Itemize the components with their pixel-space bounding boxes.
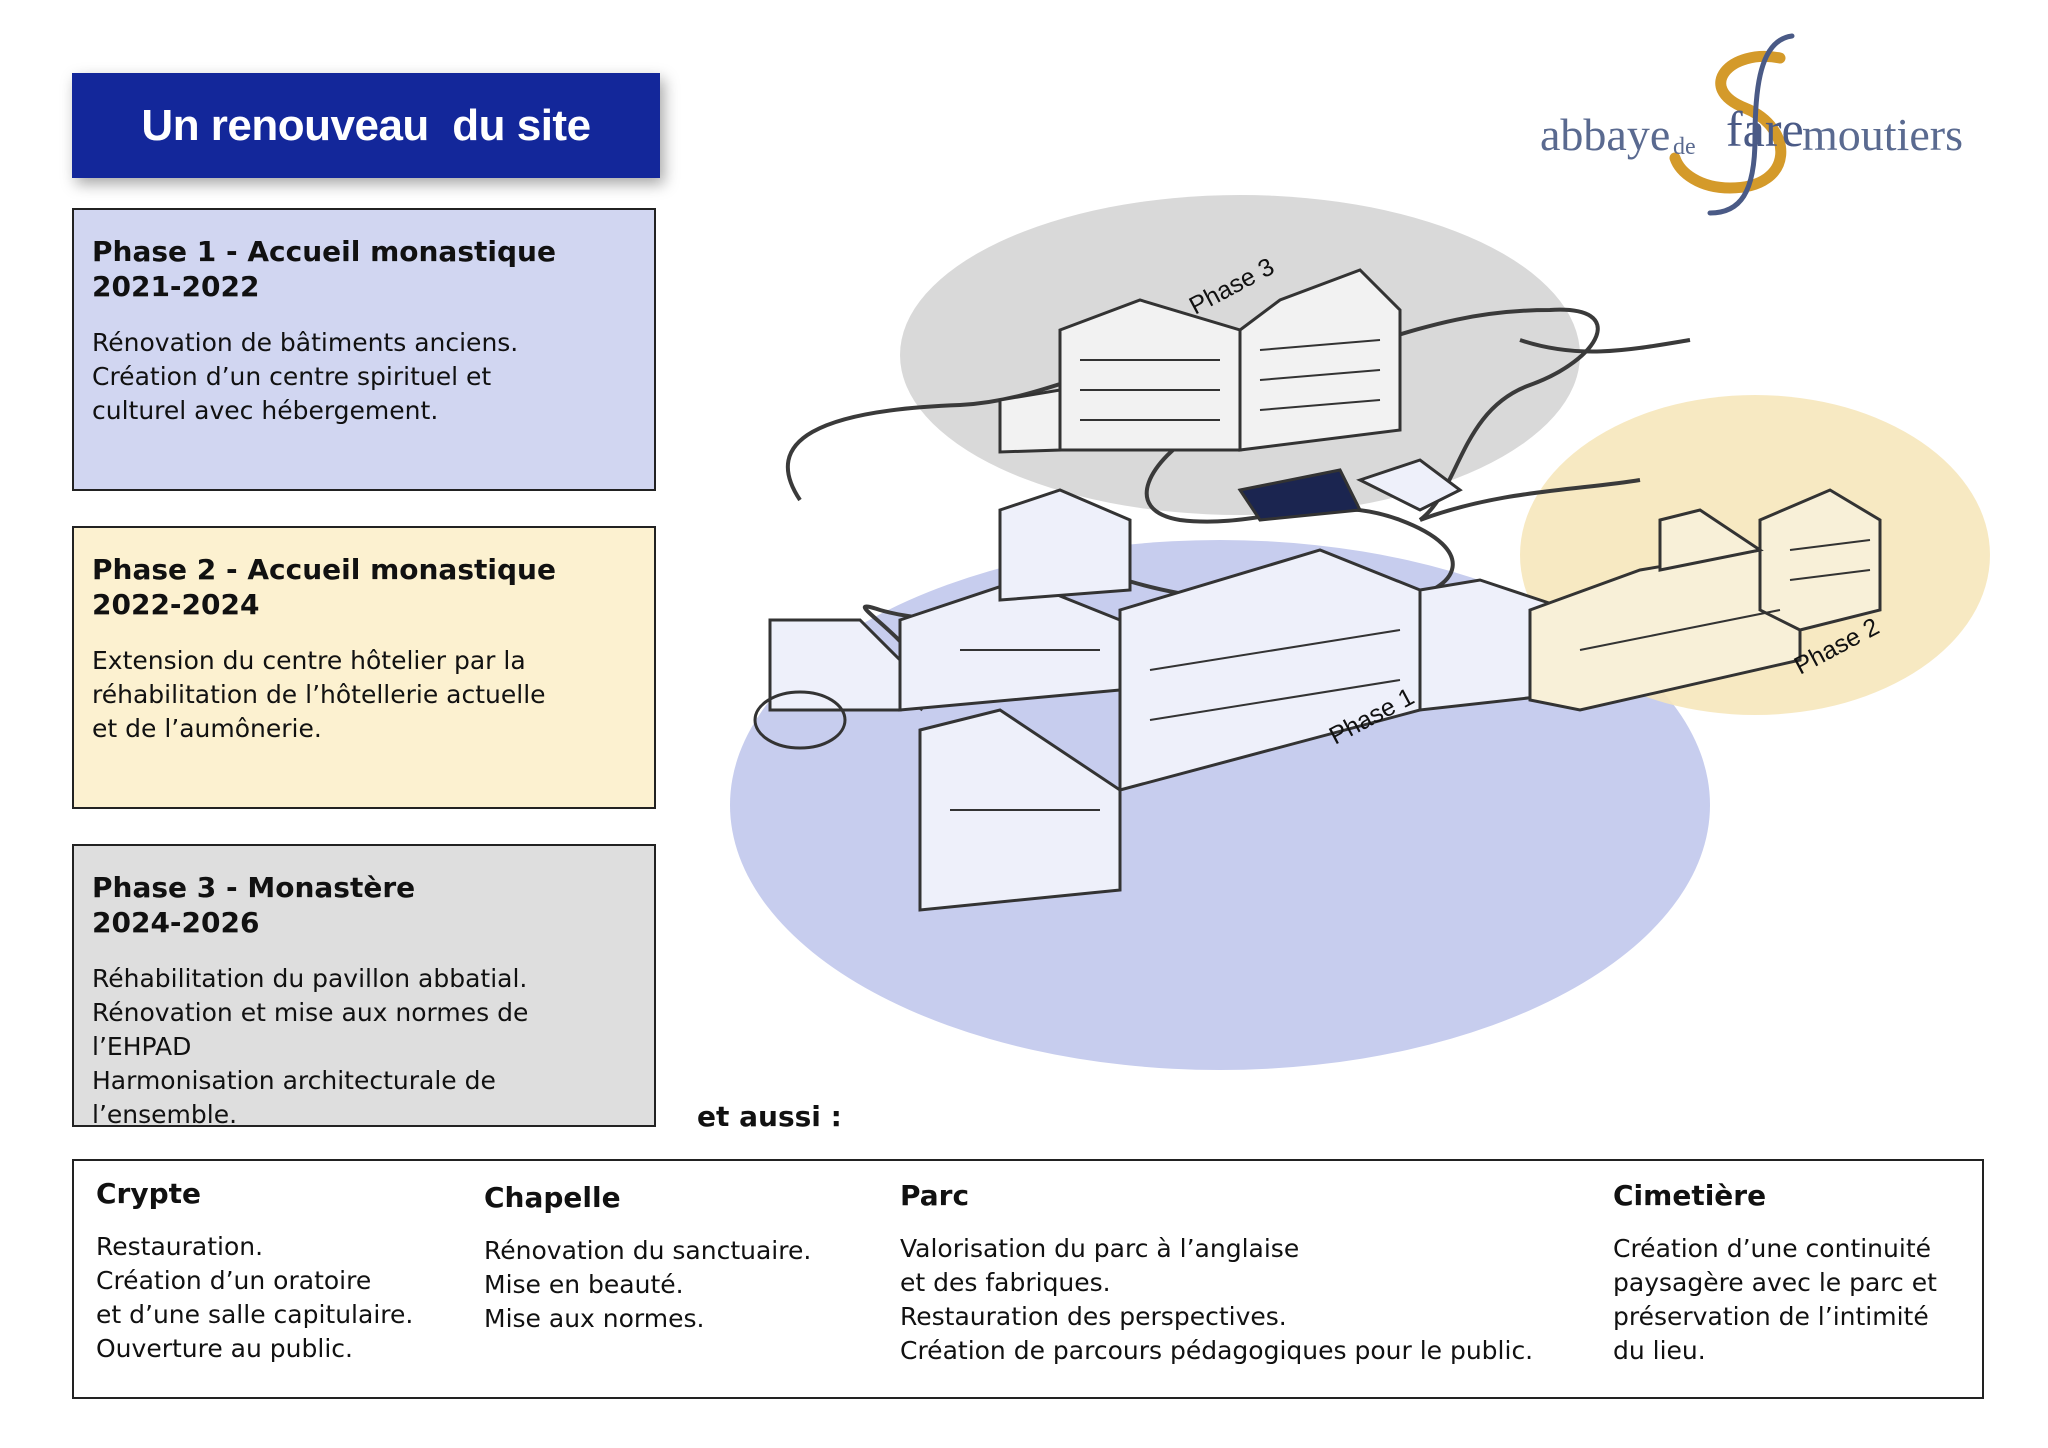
- extra-chapelle-heading: Chapelle: [484, 1181, 621, 1214]
- extra-cimetiere-heading: Cimetière: [1613, 1179, 1767, 1212]
- extra-parc: Parc Valorisation du parc à l’anglaise e…: [900, 1179, 1533, 1368]
- abbaye-logo: abbaye de fare moutiers: [1540, 33, 1963, 216]
- logo-s-monogram: [1669, 51, 1787, 194]
- extra-parc-heading: Parc: [900, 1179, 970, 1212]
- extra-cimetiere: Cimetière Création d’une continuité pays…: [1613, 1179, 1937, 1368]
- phase-2-box: Phase 2 - Accueil monastique 2022-2024 E…: [72, 526, 656, 809]
- extra-crypte: Crypte Restauration. Création d’un orato…: [96, 1177, 413, 1366]
- logo-word-moutiers: moutiers: [1802, 109, 1963, 160]
- extras-box: Crypte Restauration. Création d’un orato…: [72, 1159, 1984, 1399]
- extra-chapelle-text: Rénovation du sanctuaire. Mise en beauté…: [484, 1236, 812, 1333]
- phase-3-text: Réhabilitation du pavillon abbatial. Rén…: [92, 964, 529, 1129]
- logo-f-stroke: [1707, 33, 1795, 216]
- extra-chapelle: Chapelle Rénovation du sanctuaire. Mise …: [484, 1181, 811, 1336]
- site-illustration: Phase 3 Phase 1 Phase 2: [730, 195, 1990, 1070]
- phase-3-heading: Phase 3 - Monastère 2024-2026: [92, 871, 416, 939]
- title-banner: Un renouveau du site: [72, 73, 660, 178]
- extra-crypte-text: Restauration. Création d’un oratoire et …: [96, 1232, 414, 1363]
- logo-word-abbaye: abbaye: [1540, 109, 1670, 160]
- et-aussi-label: et aussi :: [697, 1100, 842, 1133]
- phase-1-box: Phase 1 - Accueil monastique 2021-2022 R…: [72, 208, 656, 491]
- phase-2-text: Extension du centre hôtelier par la réha…: [92, 646, 546, 743]
- fountain: [753, 690, 847, 750]
- extra-cimetiere-text: Création d’une continuité paysagère avec…: [1613, 1234, 1937, 1365]
- phase-2-heading: Phase 2 - Accueil monastique 2022-2024: [92, 553, 556, 621]
- phase-3-box: Phase 3 - Monastère 2024-2026 Réhabilita…: [72, 844, 656, 1129]
- building-phase-2: [1528, 488, 1882, 712]
- logo-word-fare: fare: [1726, 101, 1804, 157]
- extra-crypte-heading: Crypte: [96, 1177, 202, 1210]
- phase-1-heading: Phase 1 - Accueil monastique 2021-2022: [92, 235, 556, 303]
- page-title: Un renouveau du site: [141, 100, 591, 150]
- building-phase-1: [768, 458, 1602, 912]
- building-phase-3: [998, 268, 1402, 454]
- extra-parc-text: Valorisation du parc à l’anglaise et des…: [900, 1234, 1534, 1365]
- phase-1-text: Rénovation de bâtiments anciens. Créatio…: [92, 328, 519, 425]
- logo-word-de: de: [1673, 134, 1696, 160]
